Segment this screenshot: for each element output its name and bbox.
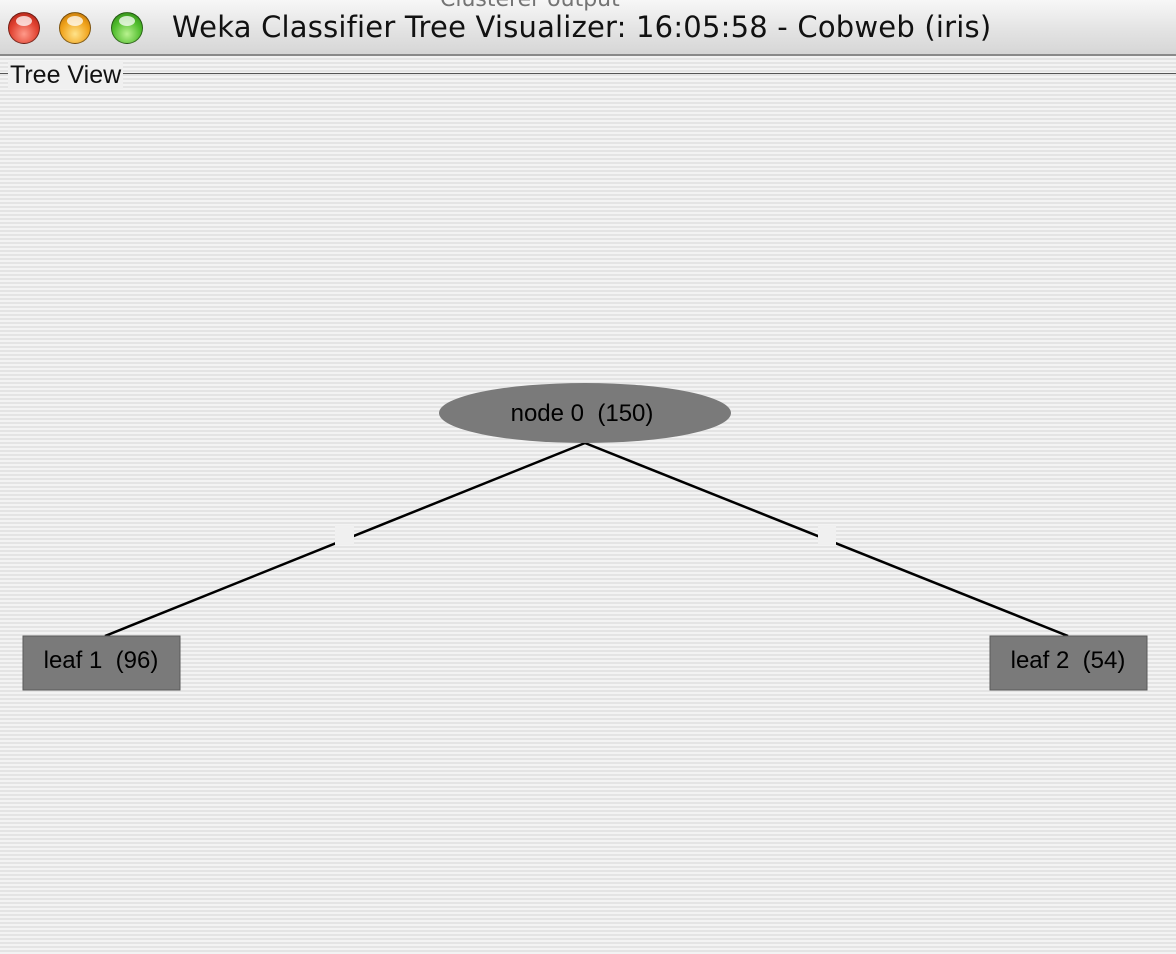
edge-gap-right <box>818 525 836 545</box>
leaf-node-1[interactable]: leaf 1 (96) <box>22 635 181 691</box>
title-bar[interactable]: Clusterer output Weka Classifier Tree Vi… <box>0 0 1176 56</box>
tree-view-label: Tree View <box>8 61 124 89</box>
leaf-node-1-shape <box>22 635 181 691</box>
minimize-button[interactable] <box>59 12 91 44</box>
root-node-shape <box>439 383 731 443</box>
tree-view-group-border <box>0 73 1176 74</box>
root-node[interactable]: node 0 (150) <box>439 383 731 443</box>
leaf-node-2-label: leaf 2 (54) <box>1011 647 1126 674</box>
background-window-title: Clusterer output <box>440 0 620 12</box>
edge-gap-left <box>335 525 354 545</box>
window-title: Weka Classifier Tree Visualizer: 16:05:5… <box>172 10 992 44</box>
leaf-node-2[interactable]: leaf 2 (54) <box>989 635 1148 691</box>
leaf-node-1-label: leaf 1 (96) <box>44 647 159 674</box>
close-button[interactable] <box>8 12 40 44</box>
root-node-label: node 0 (150) <box>511 400 654 427</box>
zoom-button[interactable] <box>111 12 143 44</box>
leaf-node-2-shape <box>989 635 1148 691</box>
